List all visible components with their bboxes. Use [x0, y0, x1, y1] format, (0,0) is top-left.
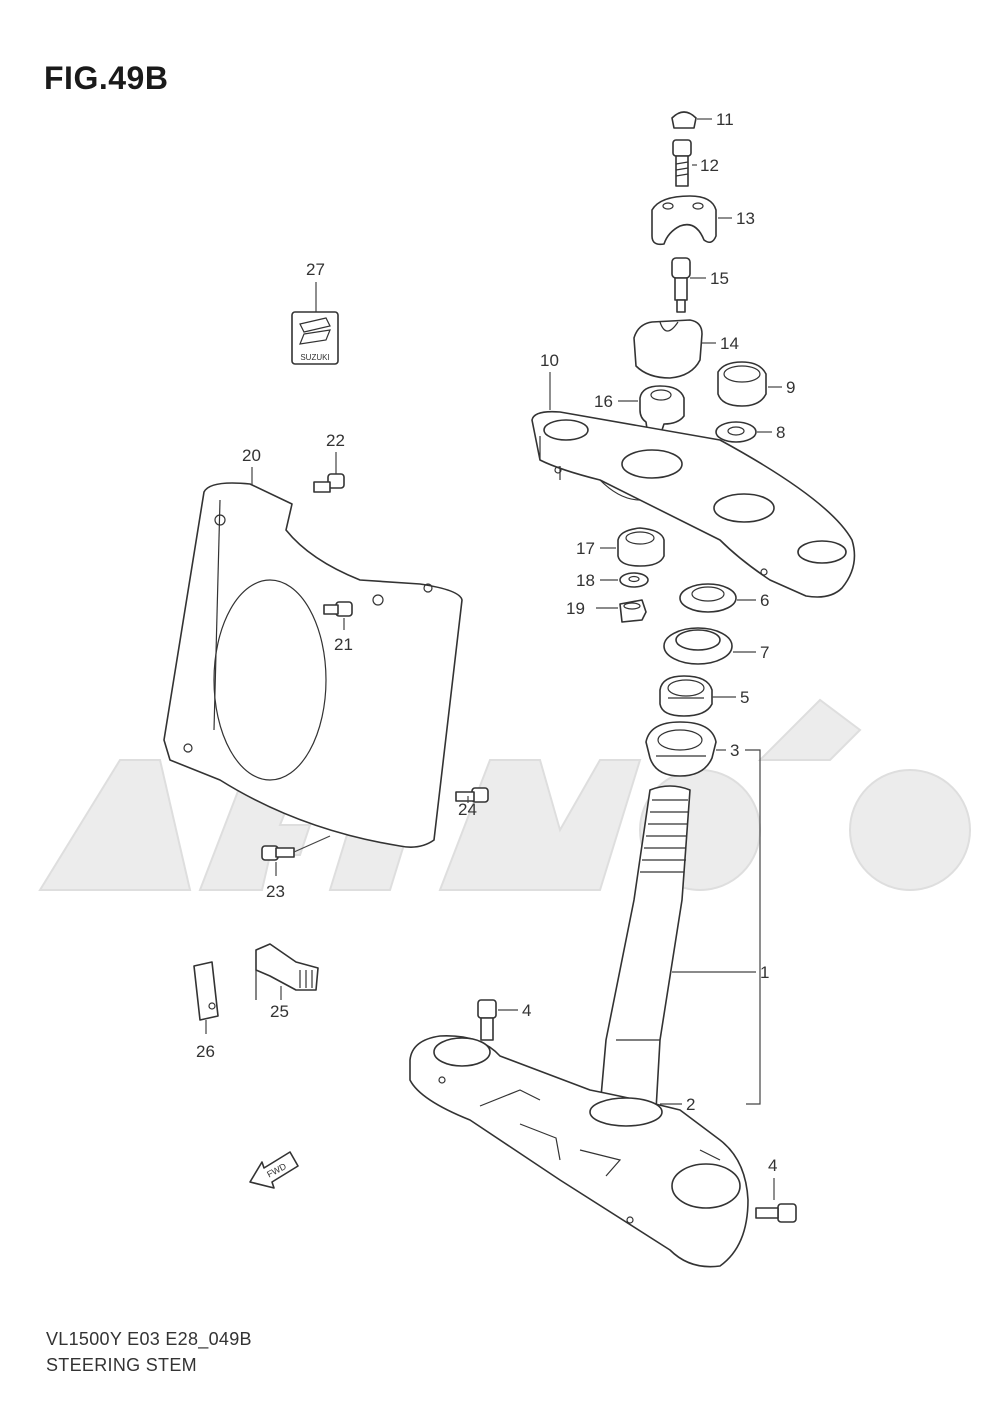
part-16-cushion: 16 [594, 385, 685, 437]
callout-5: 5 [740, 688, 749, 707]
callout-9: 9 [786, 378, 795, 397]
part-21-bolt: 21 [323, 601, 353, 654]
callout-19: 19 [566, 599, 585, 618]
part-17-cushion: 17 [576, 527, 665, 567]
part-10-upper-bracket: 10 [531, 351, 856, 598]
callout-8: 8 [776, 423, 785, 442]
callout-23: 23 [266, 882, 285, 901]
callout-14: 14 [720, 334, 739, 353]
callout-6: 6 [760, 591, 769, 610]
callout-13: 13 [736, 209, 755, 228]
part-18-washer: 18 [576, 571, 649, 590]
callout-10: 10 [540, 351, 559, 370]
callout-4a: 4 [522, 1001, 531, 1020]
part-4-bolt-upper: 4 [477, 999, 531, 1041]
part-15-bolt: 15 [671, 257, 729, 313]
part-22-bolt: 22 [313, 431, 345, 493]
part-12-bolt: 12 [672, 139, 719, 187]
callout-26: 26 [196, 1042, 215, 1061]
part-14-holder-lower: 14 [633, 319, 739, 379]
part-23-bolt: 23 [261, 835, 331, 901]
callout-1: 1 [760, 963, 769, 982]
part-3-bearing: 3 [645, 721, 739, 777]
callout-24: 24 [458, 800, 477, 819]
part-27-emblem: 27 SUZUKI [291, 260, 339, 365]
callout-4b: 4 [768, 1156, 777, 1175]
model-code: VL1500Y E03 E28_049B [46, 1329, 252, 1349]
part-26-clip: 26 [193, 961, 219, 1061]
callout-22: 22 [326, 431, 345, 450]
part-24-bolt: 24 [455, 787, 489, 819]
part-2-lower-bracket: 2 [409, 1035, 749, 1268]
leader-bracket-1-2-3 [745, 749, 761, 1105]
callout-27: 27 [306, 260, 325, 279]
emblem-label: SUZUKI [300, 353, 329, 362]
callout-12: 12 [700, 156, 719, 175]
callout-18: 18 [576, 571, 595, 590]
callout-16: 16 [594, 392, 613, 411]
fwd-arrow-icon: FWD [249, 1151, 299, 1189]
part-25-lock: 25 [255, 943, 319, 1021]
part-11-cap: 11 [671, 110, 734, 129]
callout-11: 11 [716, 110, 734, 129]
diagram-caption: STEERING STEM [46, 1355, 197, 1375]
part-5-bearing: 5 [659, 675, 749, 717]
part-6-locknut: 6 [679, 583, 769, 613]
part-7-dust-seal: 7 [663, 627, 769, 665]
callout-7: 7 [760, 643, 769, 662]
callout-25: 25 [270, 1002, 289, 1021]
part-13-holder-upper: 13 [651, 195, 755, 246]
callout-15: 15 [710, 269, 729, 288]
callout-20: 20 [242, 446, 261, 465]
part-4-bolt-lower: 4 [755, 1156, 797, 1223]
callout-21: 21 [334, 635, 353, 654]
callout-2: 2 [686, 1095, 695, 1114]
part-9-nut: 9 [717, 361, 795, 407]
callout-17: 17 [576, 539, 595, 558]
part-8-washer: 8 [715, 421, 785, 443]
callout-3: 3 [730, 741, 739, 760]
part-19-nut: 19 [566, 599, 647, 623]
figure-title: FIG.49B [44, 60, 169, 96]
part-20-cover: 20 [163, 446, 463, 848]
